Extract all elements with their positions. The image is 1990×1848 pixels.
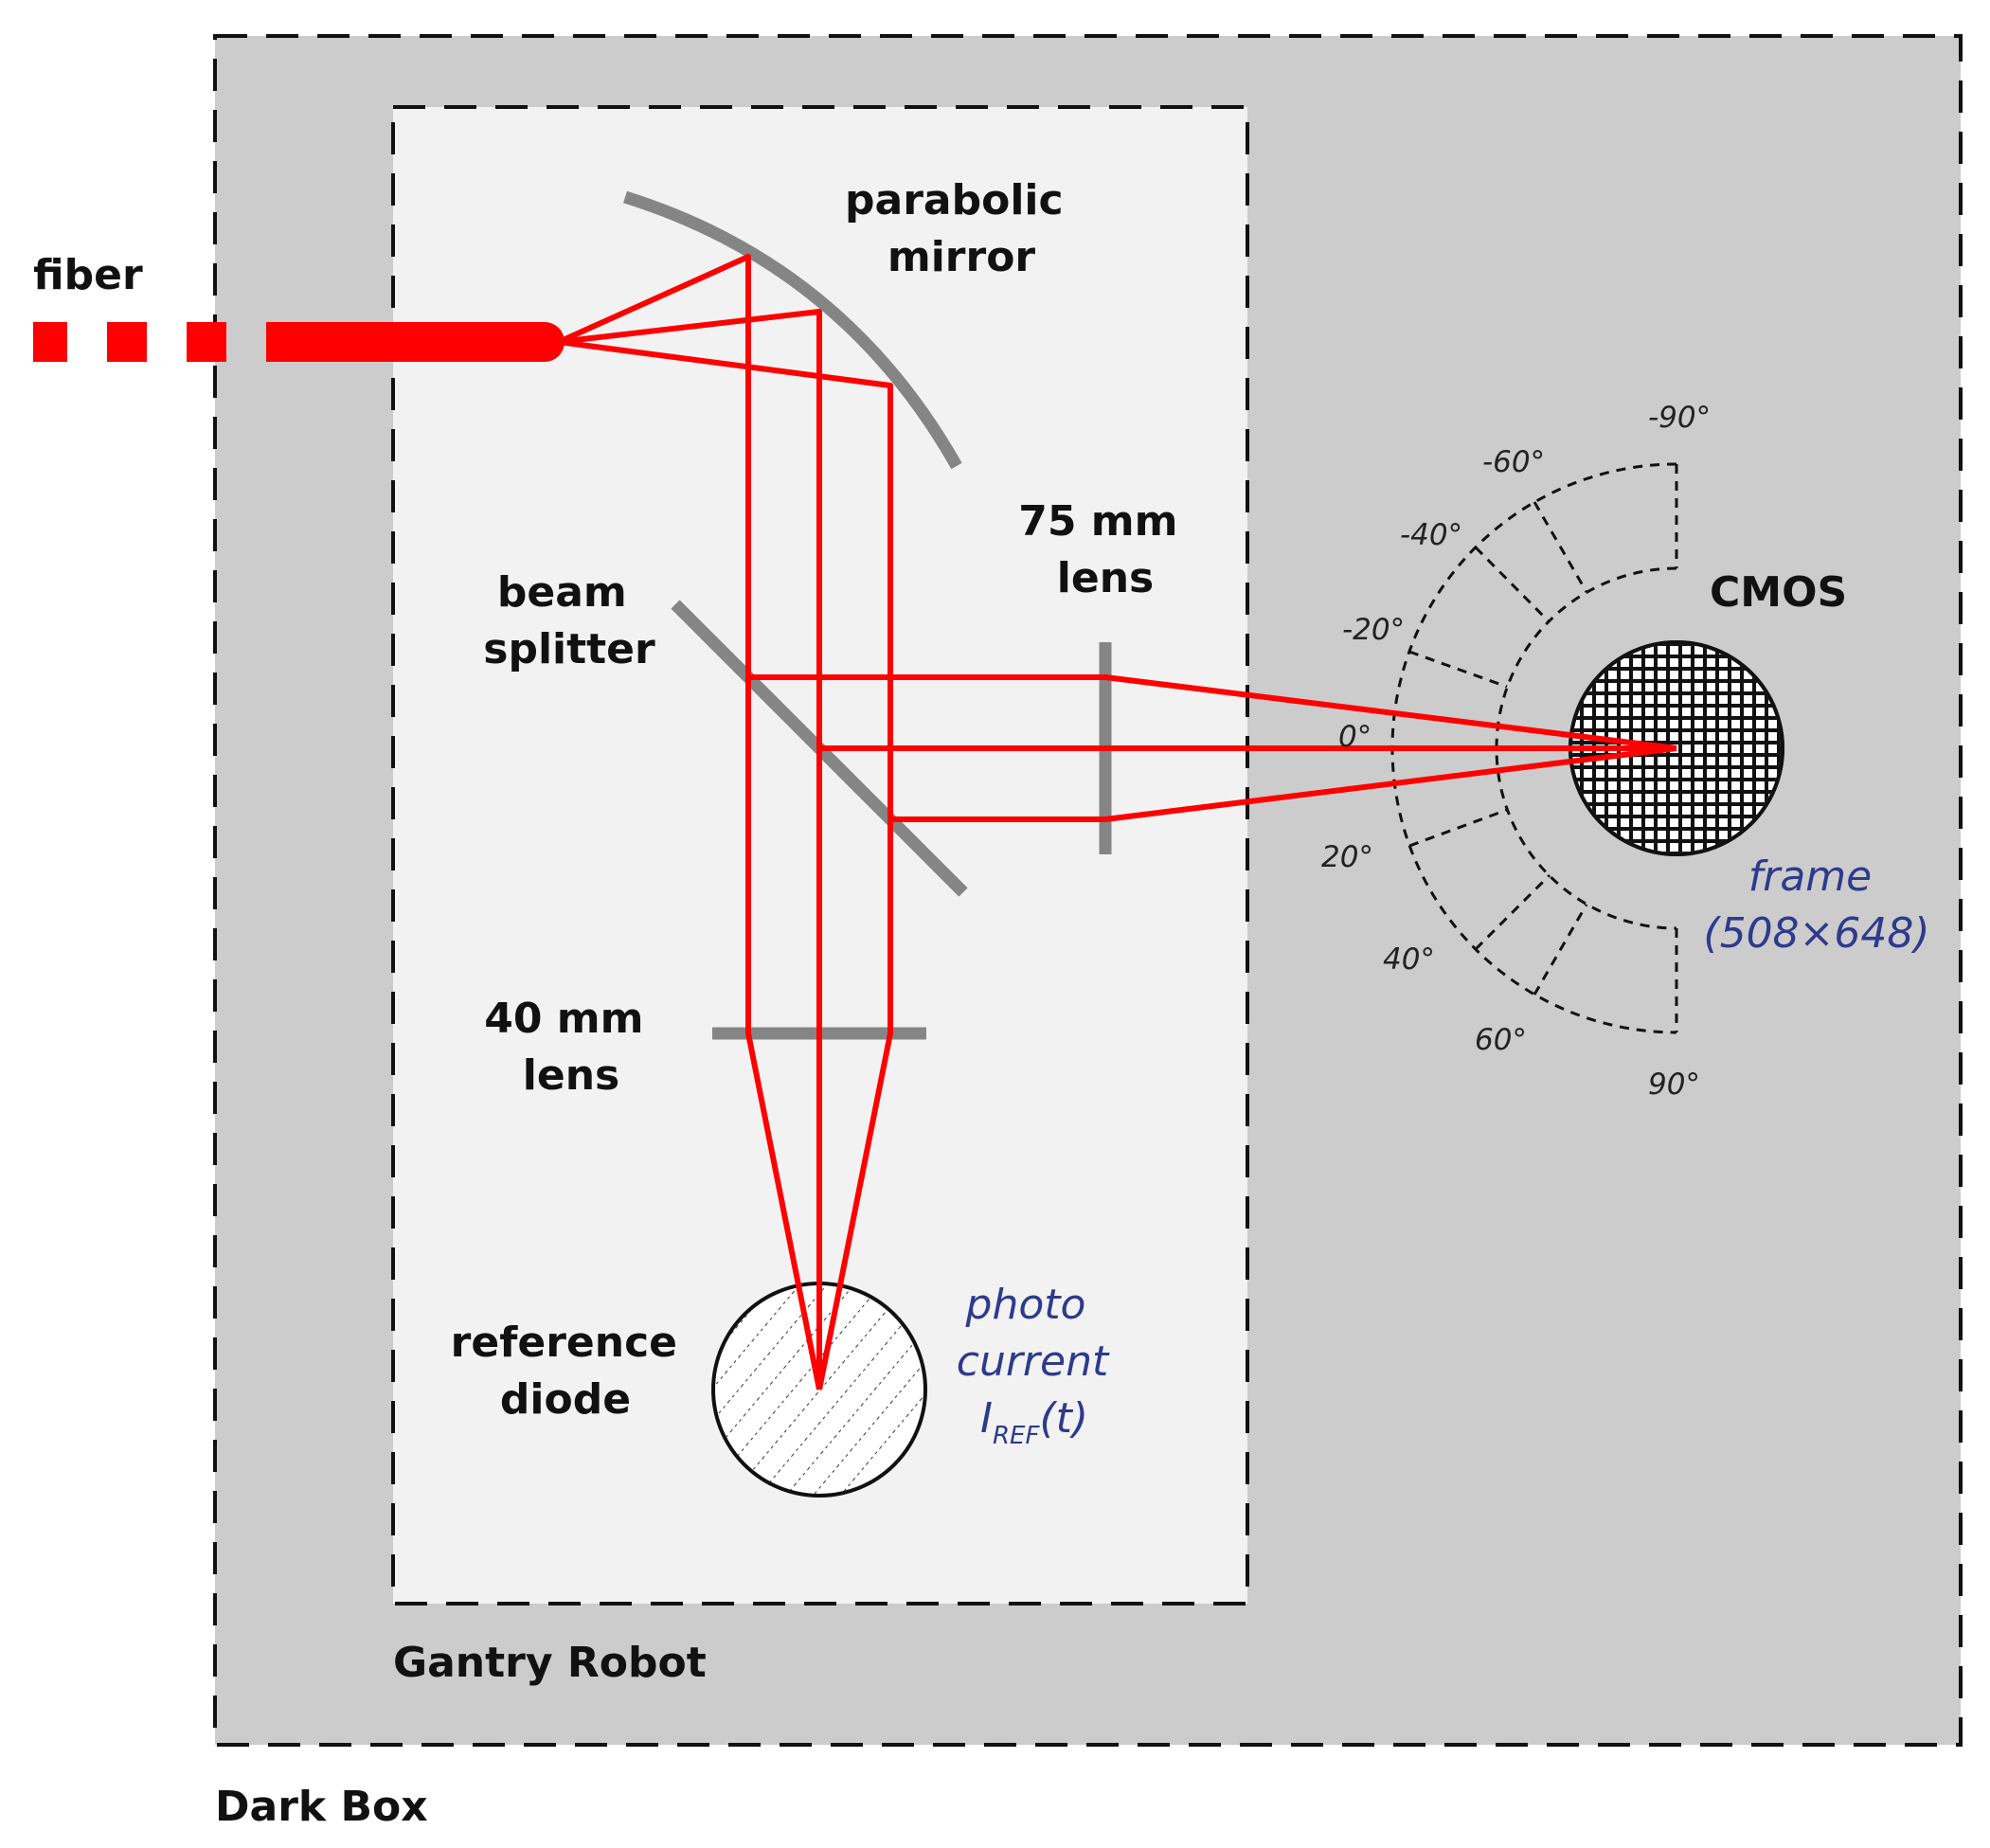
iref-label: IREF(t) bbox=[980, 1394, 1088, 1450]
lens-40mm-label: 40 mm lens bbox=[484, 995, 658, 1100]
photo-current-label: photo current bbox=[957, 1281, 1110, 1386]
cmos-label: CMOS bbox=[1710, 568, 1847, 617]
light-rays bbox=[557, 254, 1677, 1390]
lens-75mm-label: 75 mm lens bbox=[1018, 497, 1192, 602]
angle-label-0: 0° bbox=[1338, 720, 1371, 754]
angle-label-90: 90° bbox=[1648, 1068, 1700, 1102]
dark-box-label: Dark Box bbox=[215, 1783, 428, 1831]
gantry-robot-label: Gantry Robot bbox=[393, 1639, 707, 1687]
angle-label-40: 40° bbox=[1383, 942, 1435, 977]
parabolic-mirror-label: parabolic mirror bbox=[845, 176, 1078, 281]
reference-diode-label: reference diode bbox=[451, 1319, 692, 1424]
angle-label-minus-20: -20° bbox=[1342, 613, 1405, 647]
frame-label: frame (508×648) bbox=[1703, 852, 1929, 958]
fiber-label: fiber bbox=[33, 251, 143, 299]
angle-label-minus-40: -40° bbox=[1400, 518, 1462, 552]
beam-splitter-label: beam splitter bbox=[483, 568, 655, 673]
angle-label-minus-60: -60° bbox=[1482, 445, 1545, 479]
parabolic-mirror bbox=[623, 190, 962, 470]
angle-label-minus-90: -90° bbox=[1648, 401, 1711, 435]
angle-label-20: 20° bbox=[1321, 840, 1373, 874]
angle-label-60: 60° bbox=[1475, 1023, 1527, 1057]
fiber bbox=[33, 322, 565, 362]
